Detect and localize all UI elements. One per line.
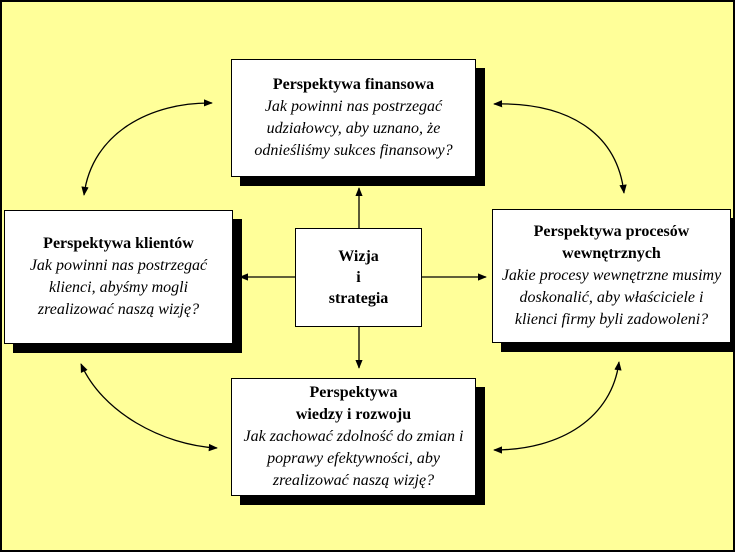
- curve-learning-internal: [493, 361, 622, 454]
- financial-question: Jak powinni nas postrzegać udziałowcy, a…: [254, 98, 453, 159]
- internal-question: Jakie procesy wewnętrzne musimy doskonal…: [501, 267, 722, 328]
- curve-customer-learning: [80, 363, 218, 452]
- financial-perspective-box: Perspektywa finansowa Jak powinni nas po…: [231, 59, 476, 177]
- financial-title: Perspektywa finansowa: [272, 76, 435, 93]
- center-line-2: i: [356, 269, 361, 286]
- customer-title: Perspektywa klientów: [43, 235, 194, 252]
- curve-financial-internal: [493, 100, 627, 194]
- customer-perspective-box: Perspektywa klientów Jak powinni nas pos…: [4, 210, 233, 344]
- customer-question: Jak powinni nas postrzegać klienci, abyś…: [29, 257, 208, 318]
- learning-title-line-1: Perspektywa: [309, 384, 398, 401]
- center-line-1: Wizja: [338, 248, 379, 265]
- learning-question: Jak zachować zdolność do zmian i poprawy…: [243, 428, 464, 489]
- internal-title: Perspektywa procesów wewnętrznych: [533, 223, 690, 262]
- learning-growth-perspective-box: Perspektywa wiedzy i rozwoju Jak zachowa…: [231, 378, 476, 496]
- center-line-3: strategia: [328, 290, 389, 307]
- vision-strategy-box: Wizja i strategia: [295, 228, 422, 327]
- internal-process-perspective-box: Perspektywa procesów wewnętrznych Jakie …: [492, 209, 731, 343]
- learning-title-line-2: wiedzy i rozwoju: [295, 406, 412, 423]
- curve-customer-financial: [81, 99, 213, 196]
